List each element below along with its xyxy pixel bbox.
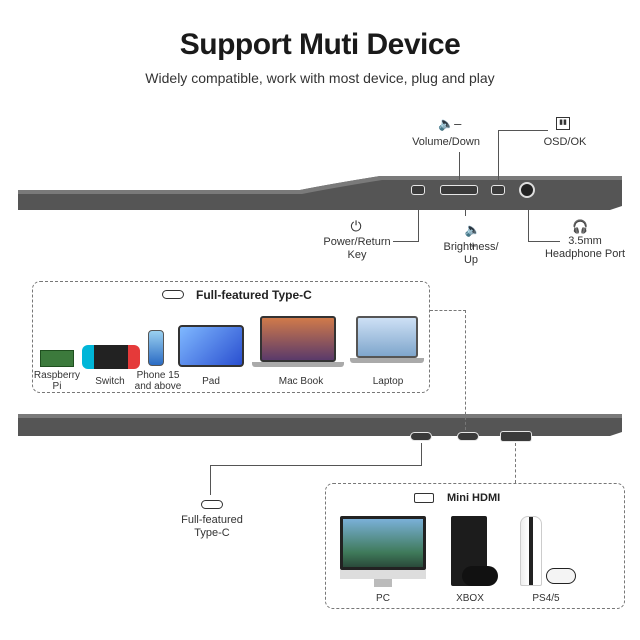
device-caption-raspberry-1: Raspberry <box>33 370 81 381</box>
hdmi-heading: Mini HDMI <box>447 492 501 504</box>
headphone-label-1: 3.5mm <box>568 235 602 247</box>
headphone-icon: 🎧 <box>572 219 589 234</box>
macbook-screen <box>260 316 336 362</box>
headphone-line-h <box>528 241 560 242</box>
osd-button[interactable] <box>491 185 505 195</box>
headphone-line-v <box>528 199 529 241</box>
laptop-screen <box>356 316 418 358</box>
ps5-image <box>520 516 542 586</box>
typec-device-box <box>32 281 430 393</box>
pad-image <box>178 325 244 367</box>
headphone-label-2: Headphone Port <box>544 248 626 260</box>
volume-brightness-rocker[interactable] <box>440 185 478 195</box>
phone-image <box>148 330 164 366</box>
typec-side-line-v <box>421 443 422 465</box>
xbox-controller-image <box>462 566 498 586</box>
raspberry-pi-image <box>40 350 74 367</box>
device-caption-pad: Pad <box>202 376 220 387</box>
type-c-icon <box>162 290 184 299</box>
device-caption-switch: Switch <box>95 376 125 387</box>
headphone-jack[interactable] <box>519 182 535 198</box>
type-c-port-1[interactable] <box>410 432 432 441</box>
osd-line-h <box>498 130 548 131</box>
ps5-controller-image <box>546 568 576 584</box>
typec-connector-v <box>465 310 466 430</box>
brightness-label-2: Up <box>463 254 479 266</box>
pc-stand <box>374 579 392 587</box>
macbook-base <box>252 362 344 367</box>
osd-line-v <box>498 130 499 184</box>
brightness-up-icon: 🔈+ <box>464 222 482 253</box>
typec-heading: Full-featured Type-C <box>196 288 312 302</box>
device-caption-laptop: Laptop <box>372 376 404 387</box>
device-caption-phone-1: Phone 15 <box>136 370 180 381</box>
hdmi-connector <box>515 443 516 483</box>
typec-side-line-v2 <box>210 465 211 495</box>
volume-down-icon: 🔈– <box>438 116 462 131</box>
volume-label: Volume/Down <box>412 136 480 148</box>
power-button[interactable] <box>411 185 425 195</box>
power-line-h <box>393 241 419 242</box>
power-label-2: Key <box>347 249 367 261</box>
typec-side-label-1: Full-featured <box>181 514 243 526</box>
device-caption-raspberry-2: Pi <box>52 381 62 392</box>
page-title: Support Muti Device <box>179 28 461 61</box>
device-caption-phone-2: and above <box>134 381 182 392</box>
brightness-line <box>465 196 466 216</box>
typec-side-line-h <box>210 465 422 466</box>
pc-chin <box>340 570 426 579</box>
pc-monitor-image <box>340 516 426 570</box>
hdmi-icon <box>414 493 434 503</box>
type-c-port-2[interactable] <box>457 432 479 441</box>
brightness-label-1: Brightness/ <box>443 241 499 253</box>
mini-hdmi-port[interactable] <box>500 431 532 442</box>
type-c-icon <box>201 500 223 509</box>
power-line-v <box>418 196 419 242</box>
typec-side-label-2: Type-C <box>194 527 230 539</box>
page-subtitle: Widely compatible, work with most device… <box>145 70 495 86</box>
hdmi-device-box <box>325 483 625 609</box>
device-caption-pc: PC <box>376 593 390 604</box>
device-caption-xbox: XBOX <box>456 593 484 604</box>
power-icon: ⏻ <box>350 218 362 234</box>
typec-connector-h <box>430 310 466 311</box>
laptop-base <box>350 358 424 363</box>
switch-image <box>82 345 140 369</box>
device-caption-ps: PS4/5 <box>532 593 560 604</box>
osd-label: OSD/OK <box>543 136 587 148</box>
osd-icon: ▮▮ <box>556 117 570 130</box>
device-caption-macbook: Mac Book <box>278 376 324 387</box>
power-label-1: Power/Return <box>323 236 391 248</box>
volume-line <box>459 152 460 184</box>
